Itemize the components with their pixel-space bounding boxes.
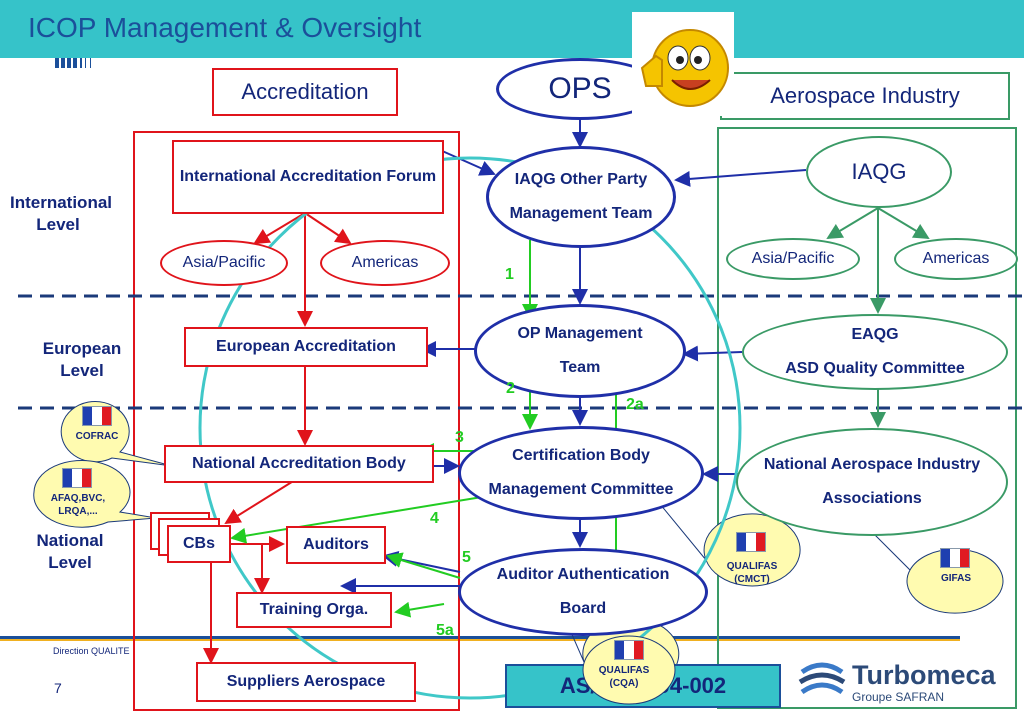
header-bar (0, 0, 1024, 58)
footer-department: Direction QUALITE (53, 646, 130, 656)
americas-industry-ellipse: Americas (894, 238, 1018, 280)
france-flag-icon (940, 548, 970, 568)
flow-number-4: 4 (430, 510, 439, 527)
iaqg-ellipse: IAQG (806, 136, 952, 208)
qualifas-cqa-label: QUALIFAS (CQA) (598, 665, 650, 689)
gifas-label: GIFAS (940, 573, 971, 584)
page-number: 7 (54, 680, 62, 696)
flow-number-5a: 5a (436, 622, 454, 639)
iaf-box: International Accreditation Forum (172, 140, 444, 214)
training-organization-box: Training Orga. (236, 592, 392, 628)
smiley-thumbs-up-icon (632, 12, 734, 116)
france-flag-icon (62, 468, 92, 488)
eaqg-label: EAQG (851, 326, 899, 343)
afaq-bvc-lrqa-label: AFAQ,BVC, LRQA,... (50, 493, 106, 517)
qualifas-cqa-bubble (582, 635, 676, 705)
page-title: ICOP Management & Oversight (28, 12, 422, 43)
flow-number-3: 3 (455, 429, 464, 446)
france-flag-icon (82, 406, 112, 426)
cofrac-label: COFRAC (75, 431, 119, 442)
eaqg-ellipse: EAQG ASD Quality Committee (742, 314, 1008, 390)
flow-number-5: 5 (462, 549, 471, 566)
france-flag-icon (736, 532, 766, 552)
international-level-label: International Level (10, 193, 113, 234)
aerospace-industry-label: Aerospace Industry (720, 72, 1010, 120)
naia-ellipse: National Aerospace Industry Associations (736, 428, 1008, 536)
accreditation-label: Accreditation (212, 68, 398, 116)
auditor-authentication-board-ellipse: Auditor Authentication Board (458, 548, 708, 636)
americas-accreditation-ellipse: Americas (320, 240, 450, 286)
asd-quality-committee-label: ASD Quality Committee (785, 360, 965, 377)
european-level-label: European Level (42, 339, 122, 380)
iaqg-opmt-ellipse: IAQG Other Party Management Team (486, 146, 676, 248)
op-management-team-ellipse: OP Management Team (474, 304, 686, 398)
safran-group-label: Groupe SAFRAN (852, 690, 945, 704)
bars-logo-icon (55, 58, 91, 68)
turbomeca-logo-icon (798, 662, 846, 695)
turbomeca-brand: Turbomeca (852, 660, 996, 690)
qualifas-cmct-label: QUALIFAS (CMCT) (726, 561, 778, 585)
asia-pacific-accreditation-ellipse: Asia/Pacific (160, 240, 288, 286)
european-accreditation-box: European Accreditation (184, 327, 428, 367)
suppliers-aerospace-box: Suppliers Aerospace (196, 662, 416, 702)
cbs-box: CBs (167, 525, 231, 563)
national-level-label: National Level (36, 531, 104, 572)
france-flag-icon (614, 640, 644, 660)
flow-number-2: 2 (506, 380, 515, 397)
auditors-box: Auditors (286, 526, 386, 564)
cbmc-ellipse: Certification Body Management Committee (458, 426, 704, 520)
flow-number-2a: 2a (626, 396, 644, 413)
flow-number-1: 1 (505, 266, 514, 283)
national-accreditation-body-box: National Accreditation Body (164, 445, 434, 483)
asia-pacific-industry-ellipse: Asia/Pacific (726, 238, 860, 280)
